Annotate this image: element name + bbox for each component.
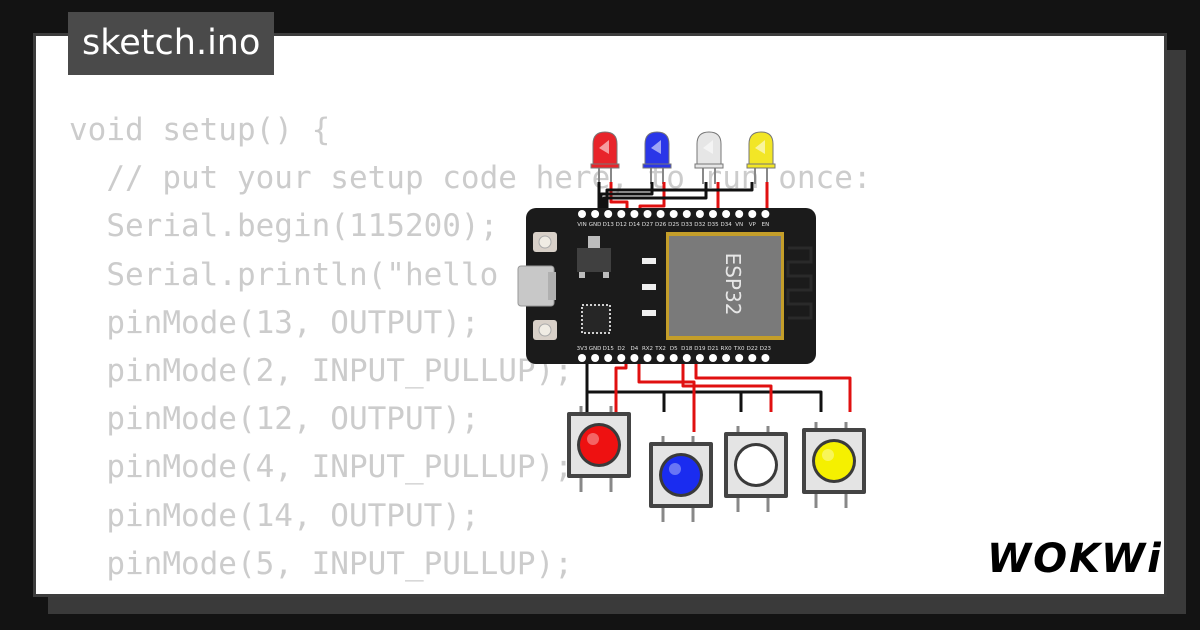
code-line: pinMode(14, OUTPUT); (69, 497, 480, 534)
header-pin (722, 354, 731, 362)
code-line: pinMode(27, OUTPUT); (69, 588, 872, 595)
code-line: Serial.println("hello (69, 256, 499, 293)
wire-black (599, 182, 654, 214)
header-pin (604, 354, 613, 362)
blue-led (642, 131, 672, 184)
red-led (590, 131, 620, 184)
pin-label: D23 (760, 346, 772, 352)
header-pin (695, 210, 704, 218)
header-pin (748, 210, 757, 218)
pin-label: VP (749, 222, 757, 228)
logo-text: WOKWi (987, 536, 1161, 582)
pin-label: D14 (629, 222, 641, 228)
code-line: void setup() { (69, 112, 331, 148)
code-line: Serial.begin(115200); (69, 208, 499, 245)
wire-red (637, 358, 696, 432)
yellow-button[interactable] (802, 422, 866, 508)
pin-label: VN (735, 222, 743, 228)
code-line: pinMode(12, OUTPUT); (69, 401, 480, 438)
wokwi-logo: WOKWi (987, 536, 1161, 582)
pin-label: GND (589, 222, 602, 228)
white-led (694, 131, 724, 184)
blue-button[interactable] (649, 436, 713, 522)
header-pin (669, 210, 678, 218)
code-line: pinMode(4, INPUT_PULLUP); (69, 449, 573, 486)
pin-label: D2 (617, 346, 625, 352)
header-pin (722, 210, 731, 218)
header-pin (695, 354, 704, 362)
code-line: pinMode(5, INPUT_PULLUP); (69, 545, 573, 582)
wire-red (694, 358, 852, 412)
chip-label: ESP32 (721, 253, 745, 316)
preview-card: void setup() { // put your setup code he… (33, 33, 1167, 597)
pin-label: D5 (670, 346, 678, 352)
pin-label: VIN (577, 222, 587, 228)
header-pin (578, 354, 586, 362)
wire-black (587, 390, 666, 412)
pin-label: D15 (603, 346, 615, 352)
header-pin (761, 210, 770, 218)
pin-label: D25 (668, 222, 680, 228)
white-button[interactable] (724, 426, 788, 512)
wire-red (614, 358, 628, 412)
header-pin (709, 210, 717, 218)
code-line: // put your setup code here, to run once… (69, 160, 872, 197)
pin-label: D34 (720, 222, 732, 228)
header-pin (735, 354, 744, 362)
header-pin (591, 210, 600, 218)
pin-label: RX2 (642, 346, 653, 352)
pin-label: D32 (694, 222, 705, 228)
red-button[interactable] (567, 406, 631, 492)
header-pin (656, 354, 665, 362)
header-pin (604, 210, 613, 218)
header-pin (682, 210, 691, 218)
pin-label: GND (589, 346, 602, 352)
header-pin (682, 354, 691, 362)
header-pin (630, 210, 639, 218)
pin-label: RX0 (721, 346, 733, 352)
header-pin (709, 354, 717, 362)
yellow-led (746, 131, 776, 184)
code-line: pinMode(13, OUTPUT); (69, 304, 480, 341)
pin-label: EN (762, 222, 770, 228)
pin-label: D27 (642, 222, 654, 228)
header-pin (591, 354, 600, 362)
file-tab[interactable]: sketch.ino (68, 12, 275, 75)
code-editor: void setup() { // put your setup code he… (69, 106, 872, 595)
header-pin (761, 354, 770, 362)
pin-label: D18 (681, 346, 693, 352)
pin-label: D35 (707, 222, 719, 228)
wire-black (605, 182, 754, 214)
header-pin (748, 354, 757, 362)
header-pin (617, 354, 626, 362)
header-pin (656, 210, 665, 218)
header-pin (643, 210, 652, 218)
wire-red (681, 358, 773, 412)
pin-label: D19 (694, 346, 706, 352)
pin-label: D22 (747, 346, 758, 352)
header-pin (669, 354, 678, 362)
header-pin (630, 354, 639, 362)
pin-label: D21 (707, 346, 718, 352)
pin-label: D33 (681, 222, 693, 228)
pin-label: D26 (655, 222, 667, 228)
header-pin (617, 210, 626, 218)
pin-label: D12 (616, 222, 627, 228)
header-pin (735, 210, 744, 218)
pin-label: TX2 (654, 346, 666, 352)
pin-label: D4 (631, 346, 639, 352)
pin-label: TX0 (733, 346, 745, 352)
header-pin (643, 354, 652, 362)
pin-label: 3V3 (577, 346, 588, 352)
wire-black (664, 390, 743, 412)
header-pin (578, 210, 586, 218)
pin-label: D13 (603, 222, 615, 228)
